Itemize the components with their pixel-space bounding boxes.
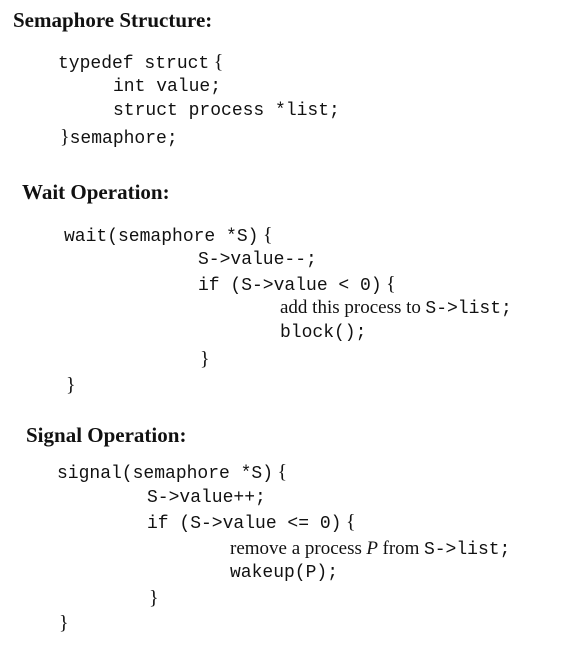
signal-if-open-brace: { [345, 511, 356, 533]
struct-open-brace: { [213, 51, 224, 73]
field-value-line: int value; [113, 77, 222, 97]
wait-add-line: add this process to S->list; [280, 295, 512, 321]
struct-close-line: }semaphore; [60, 125, 178, 151]
semaphore-type-name: semaphore; [69, 129, 178, 149]
field-list-line: struct process *list; [113, 101, 340, 121]
signal-wakeup-line: wakeup(P); [230, 563, 339, 583]
struct-close-brace: } [60, 126, 70, 148]
signal-signature-line: signal(semaphore *S) { [57, 460, 287, 486]
signal-process-var: P [366, 538, 378, 559]
signal-open-brace: { [277, 461, 288, 483]
wait-signature-line: wait(semaphore *S) { [64, 223, 273, 249]
typedef-keyword: typedef struct [58, 54, 210, 74]
signal-if-condition: if (S->value <= 0) [147, 514, 342, 534]
wait-add-text: add this process to [280, 297, 421, 318]
signal-close-brace: } [59, 612, 69, 634]
signal-remove-text: remove a process [230, 538, 362, 559]
wait-open-brace: { [262, 224, 273, 246]
signal-increment-line: S->value++; [147, 488, 266, 508]
signal-if-line: if (S->value <= 0) { [147, 510, 356, 536]
wait-decrement-line: S->value--; [198, 250, 317, 270]
wait-block-line: block(); [280, 323, 367, 343]
signal-if-close-brace: } [149, 587, 159, 609]
wait-add-target: S->list; [425, 299, 512, 319]
wait-operation-heading: Wait Operation: [22, 180, 170, 204]
wait-if-close-brace: } [200, 348, 210, 370]
signal-operation-heading: Signal Operation: [26, 423, 187, 447]
signal-signature: signal(semaphore *S) [57, 464, 274, 484]
typedef-line: typedef struct { [58, 50, 223, 76]
signal-remove-line: remove a process P from S->list; [230, 536, 510, 562]
wait-if-open-brace: { [386, 273, 396, 295]
wait-if-condition: if (S->value < 0) [198, 276, 382, 296]
wait-signature: wait(semaphore *S) [64, 227, 259, 247]
semaphore-structure-heading: Semaphore Structure: [13, 8, 213, 32]
wait-if-line: if (S->value < 0) { [198, 272, 396, 298]
signal-from-text: from [382, 538, 420, 559]
wait-close-brace: } [66, 374, 76, 396]
signal-remove-target: S->list; [423, 540, 511, 560]
